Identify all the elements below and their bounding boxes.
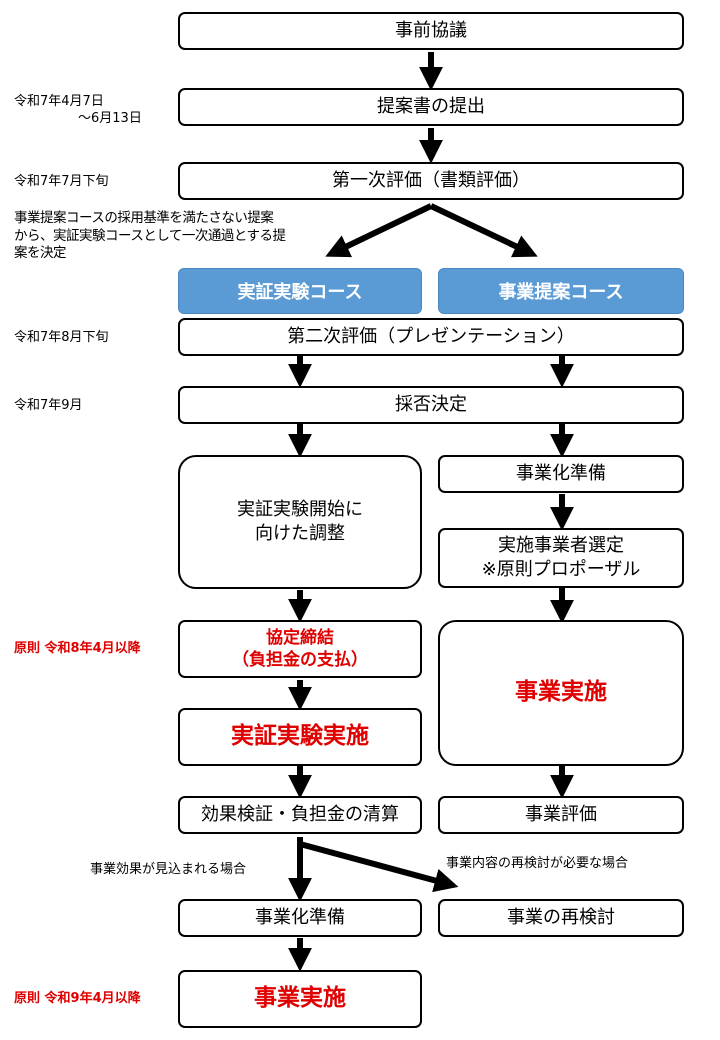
eval1-date-label: 令和7年7月下旬 [14, 174, 109, 189]
proposal-submission-box: 提案書の提出 [178, 88, 684, 126]
course-switch-note: 事業提案コースの採用基準を満たさない提案 から、実証実験コースとして一次通過とす… [14, 210, 286, 263]
business-implementation-label: 事業実施 [515, 679, 607, 706]
final-date-label: 原則 令和9年4月以降 [14, 991, 141, 1006]
submit-date-line1: 令和7年4月7日 [14, 94, 104, 109]
course-switch-note-line1: 事業提案コースの採用基準を満たさない提案 [14, 210, 274, 226]
business-evaluation-label: 事業評価 [525, 803, 597, 825]
arrow-split-left [325, 203, 433, 258]
prior-consultation-label: 事前協議 [395, 19, 467, 41]
operator-selection-box: 実施事業者選定 ※原則プロポーザル [438, 528, 684, 588]
final-implementation-label: 事業実施 [254, 985, 346, 1012]
bottom-business-prep-box: 事業化準備 [178, 899, 422, 937]
bottom-business-prep-label: 事業化準備 [255, 906, 345, 928]
prior-consultation-box: 事前協議 [178, 12, 684, 50]
business-implementation-box: 事業実施 [438, 620, 684, 766]
arrow-split-right [429, 203, 538, 258]
adoption-decision-label: 採否決定 [395, 393, 467, 415]
demonstration-run-box: 実証実験実施 [178, 708, 422, 766]
agreement-date-label: 原則 令和8年4月以降 [14, 641, 141, 656]
business-evaluation-box: 事業評価 [438, 796, 684, 834]
operator-selection-line1: 実施事業者選定 [497, 534, 624, 556]
agreement-box: 協定締結 （負担金の支払） [178, 620, 422, 678]
coordination-line2: 向けた調整 [255, 523, 345, 544]
business-reexamination-box: 事業の再検討 [438, 899, 684, 937]
first-evaluation-label: 第一次評価（書類評価） [332, 169, 530, 191]
reexam-needed-note: 事業内容の再検討が必要な場合 [446, 856, 629, 871]
business-proposal-course-label: 事業提案コース [498, 282, 624, 303]
course-switch-note-line2: から、実証実験コースとして一次通過とする提 [14, 227, 286, 244]
business-prep-label: 事業化準備 [516, 462, 606, 484]
arrow-verify-reexam [299, 841, 459, 893]
business-reexamination-label: 事業の再検討 [507, 906, 615, 928]
submit-date-line2: ～6月13日 [78, 110, 142, 126]
adoption-decision-box: 採否決定 [178, 386, 684, 424]
submit-date-label: 令和7年4月7日 ～6月13日 [14, 94, 142, 128]
second-evaluation-box: 第二次評価（プレゼンテーション） [178, 318, 684, 356]
coordination-line1: 実証実験開始に [237, 498, 363, 520]
final-implementation-box: 事業実施 [178, 970, 422, 1028]
proposal-submission-label: 提案書の提出 [377, 95, 485, 117]
demonstration-course-label: 実証実験コース [237, 282, 363, 303]
course-switch-note-line3: 案を決定 [14, 245, 66, 262]
second-evaluation-label: 第二次評価（プレゼンテーション） [287, 325, 575, 347]
business-prep-box: 事業化準備 [438, 455, 684, 493]
operator-selection-line2: ※原則プロポーザル [481, 559, 641, 580]
eval2-date-label: 令和7年8月下旬 [14, 330, 109, 345]
agreement-line1: 協定締結 [266, 627, 334, 648]
effect-expected-note: 事業効果が見込まれる場合 [90, 862, 247, 877]
coordination-box: 実証実験開始に 向けた調整 [178, 455, 422, 589]
first-evaluation-box: 第一次評価（書類評価） [178, 162, 684, 200]
decision-date-label: 令和7年9月 [14, 398, 83, 413]
verification-box: 効果検証・負担金の清算 [178, 796, 422, 834]
agreement-line2: （負担金の支払） [232, 650, 368, 670]
demonstration-run-label: 実証実験実施 [231, 723, 369, 750]
verification-label: 効果検証・負担金の清算 [201, 803, 399, 825]
demonstration-course-box: 実証実験コース [178, 268, 422, 314]
business-proposal-course-box: 事業提案コース [438, 268, 684, 314]
